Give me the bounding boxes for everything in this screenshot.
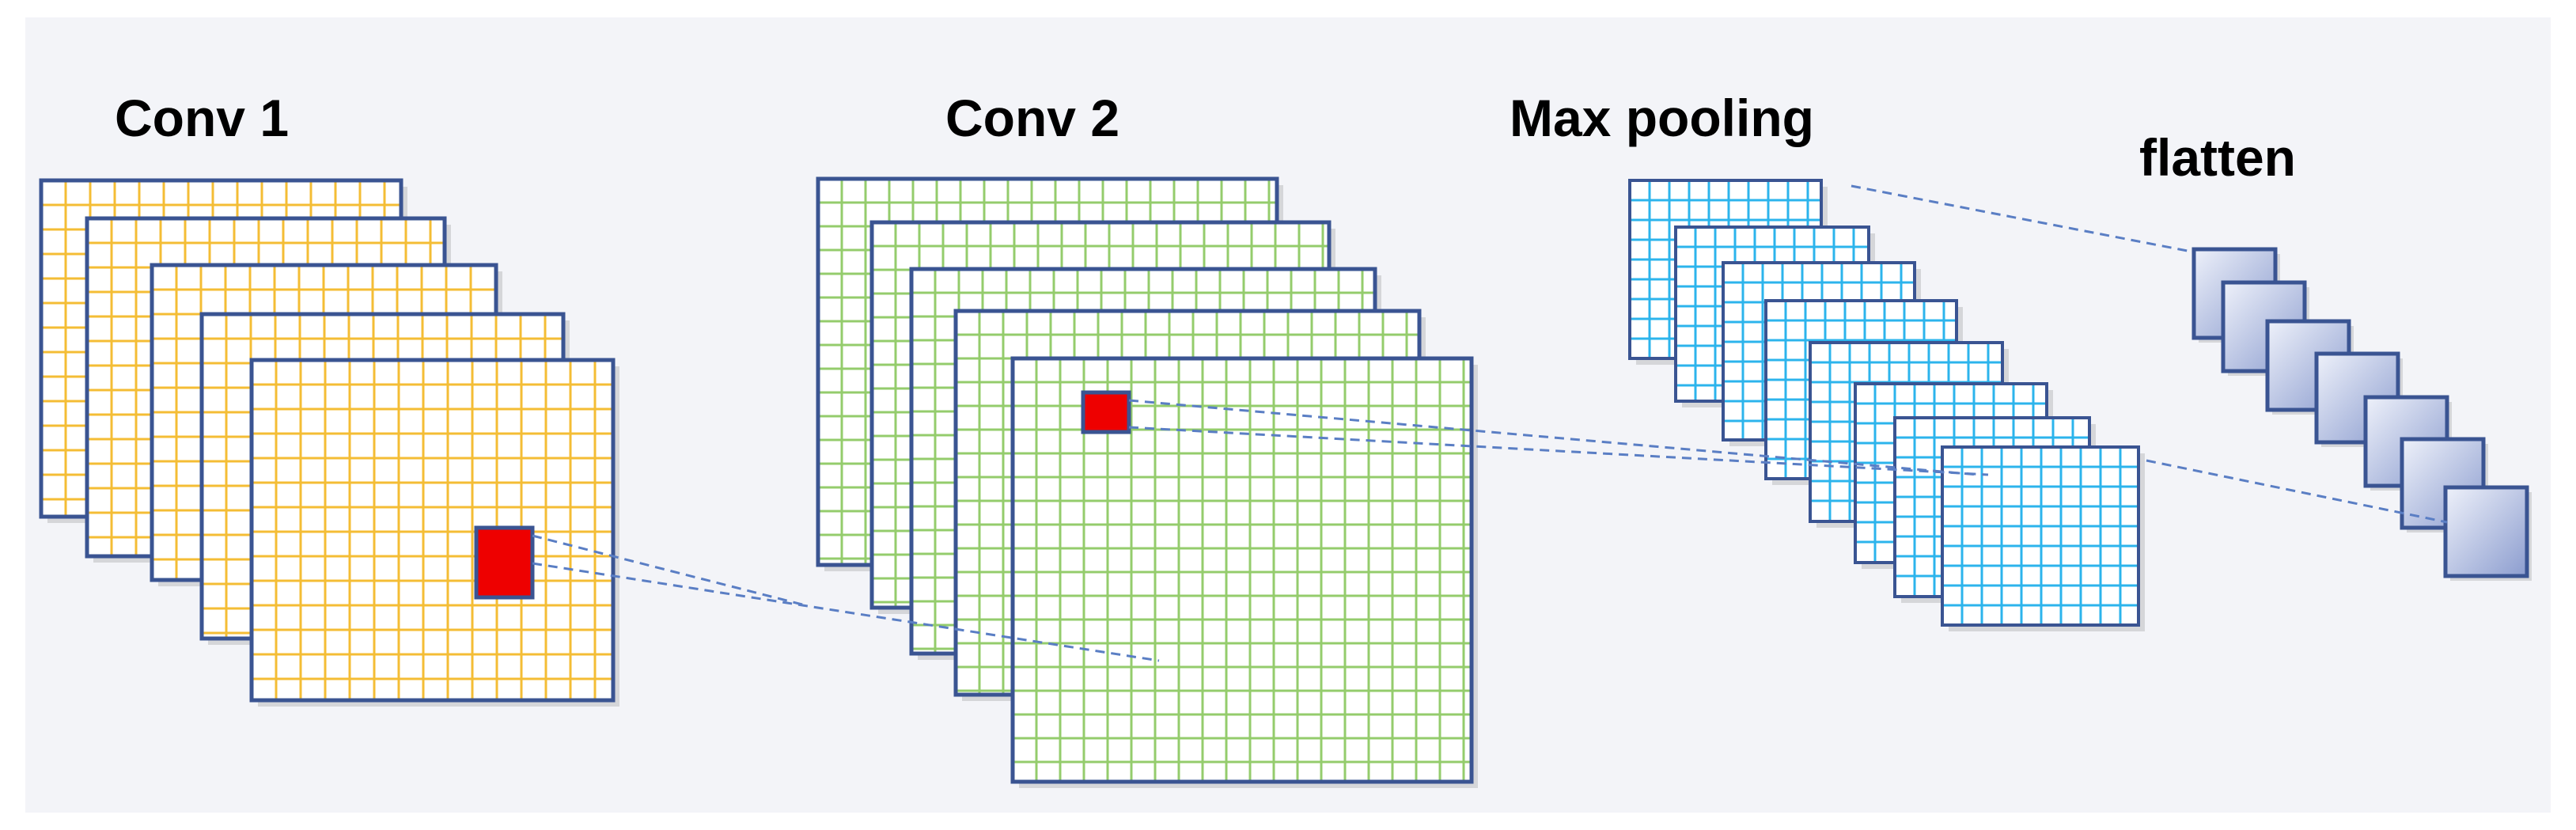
conv2-feature-map-5-grid <box>1013 358 1472 782</box>
conv1-feature-map-5 <box>249 358 619 707</box>
pool-feature-map-8-grid <box>1942 447 2138 625</box>
connector-line-4 <box>1128 426 1989 476</box>
stage-label-max-pooling: Max pooling <box>1510 89 1814 147</box>
conv1-feature-map-5-border <box>249 358 616 703</box>
connector-line-6 <box>2146 459 2448 524</box>
kernel-highlights <box>474 390 1131 600</box>
flatten-unit-stack <box>2191 247 2532 581</box>
conv1-feature-map-stack <box>39 178 619 707</box>
connector-line-5 <box>1851 184 2192 253</box>
conv2-feature-map-5-border <box>1010 356 1474 784</box>
stage-label-conv1: Conv 1 <box>115 89 289 147</box>
pool-feature-map-8 <box>1941 445 2145 631</box>
flatten-unit-face <box>2443 485 2529 578</box>
stage-label-flatten: flatten <box>2139 128 2296 187</box>
conv1-feature-map-5-face <box>252 360 613 700</box>
conv1-kernel-highlight <box>474 525 535 600</box>
flatten-unit-7 <box>2443 485 2532 581</box>
connector-lines <box>532 184 2448 662</box>
connector-line-2 <box>532 562 1160 662</box>
conv2-kernel-highlight <box>1081 390 1131 434</box>
stage-label-conv2: Conv 2 <box>945 89 1119 147</box>
pool-feature-map-8-border <box>1941 445 2140 627</box>
max-pooling-feature-map-stack <box>1628 179 2145 631</box>
conv2-feature-map-stack <box>816 176 1478 788</box>
